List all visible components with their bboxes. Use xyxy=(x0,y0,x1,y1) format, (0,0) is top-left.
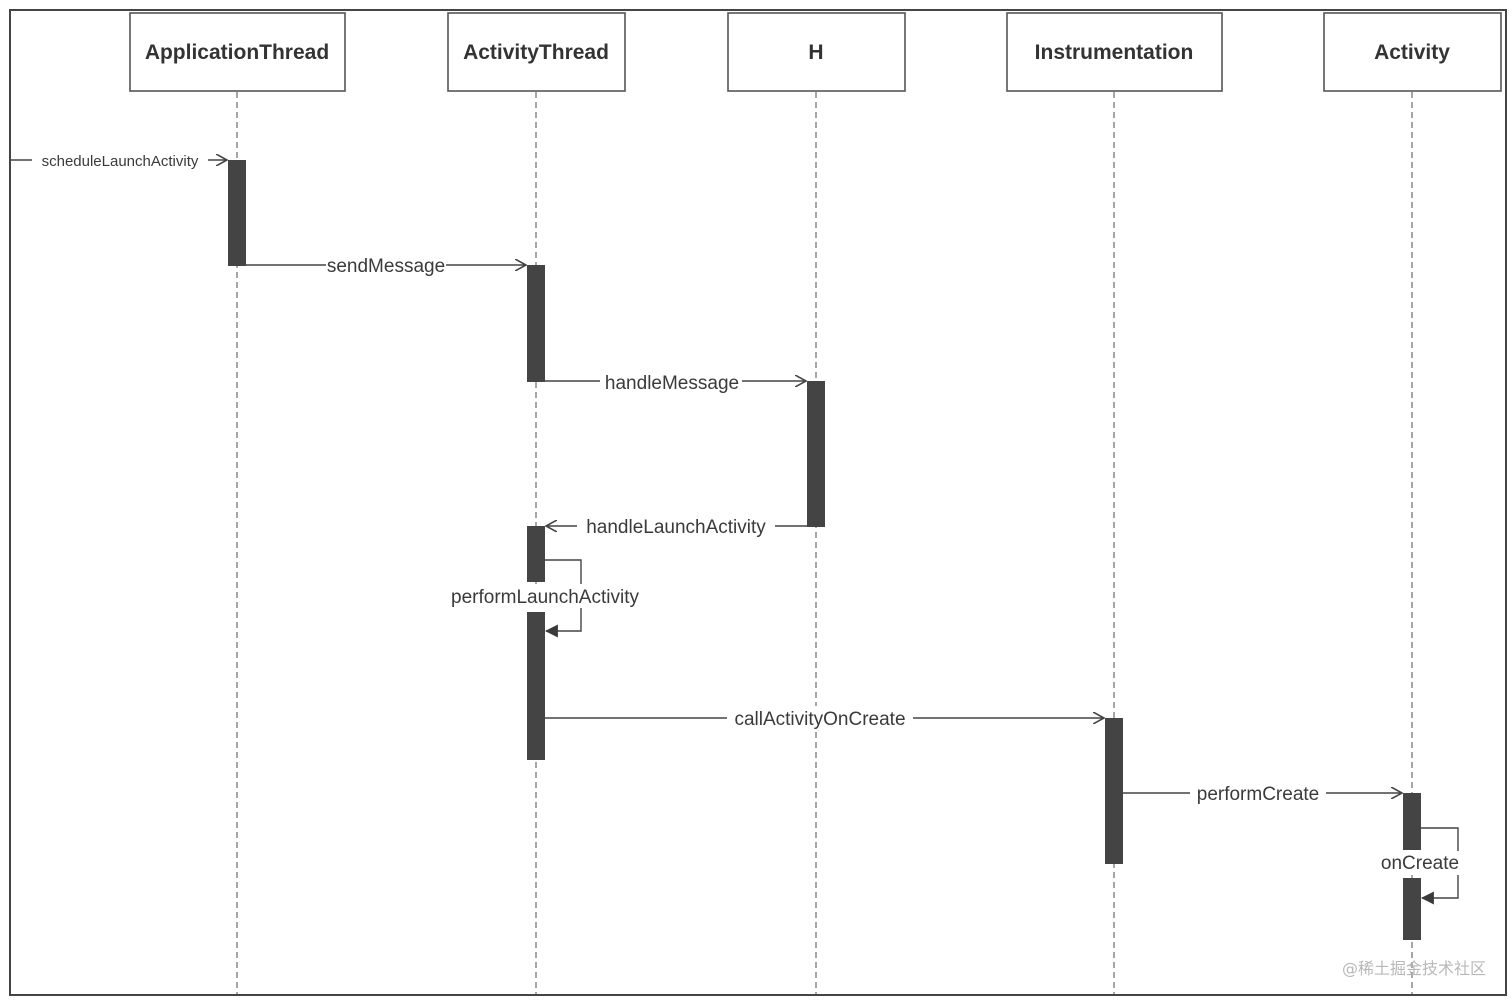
activation-bar-h xyxy=(807,381,825,527)
participant-box xyxy=(727,12,906,92)
participant-box xyxy=(129,12,346,92)
message-label-bg xyxy=(1378,851,1464,875)
participant-instrumentation: Instrumentation xyxy=(1006,12,1223,92)
diagram-border xyxy=(9,9,1507,996)
participant-h: H xyxy=(727,12,906,92)
activation-bar-activity-thread-1 xyxy=(527,265,545,382)
participant-label: H xyxy=(808,41,823,64)
message-label: callActivityOnCreate xyxy=(734,709,905,730)
message-label-bg xyxy=(32,150,208,170)
message-label: scheduleLaunchActivity xyxy=(42,153,199,170)
participant-label: ActivityThread xyxy=(463,41,609,64)
message-label: onCreate xyxy=(1381,853,1459,874)
message-label-bg xyxy=(727,706,913,730)
message-handle-message: handleMessage xyxy=(545,369,806,394)
activation-bar-application-thread xyxy=(228,160,246,266)
activation-bar-activity-thread-3 xyxy=(527,612,545,760)
activation-bar-instrumentation xyxy=(1105,718,1123,864)
participant-box xyxy=(1323,12,1502,92)
message-schedule-launch-activity: scheduleLaunchActivity xyxy=(11,150,227,170)
message-label-bg xyxy=(326,253,446,277)
message-handle-launch-activity: handleLaunchActivity xyxy=(546,514,807,538)
message-call-activity-on-create: callActivityOnCreate xyxy=(545,706,1104,730)
message-label: performLaunchActivity xyxy=(451,587,639,608)
message-label-bg xyxy=(600,369,742,393)
participant-label: Instrumentation xyxy=(1035,41,1194,64)
message-on-create: onCreate xyxy=(1378,827,1464,905)
message-label: sendMessage xyxy=(327,256,445,277)
participant-application-thread: ApplicationThread xyxy=(129,12,346,92)
activation-bar-activity-1 xyxy=(1403,793,1421,850)
activation-bars xyxy=(228,160,1421,940)
message-label: performCreate xyxy=(1197,784,1320,805)
message-label: handleLaunchActivity xyxy=(586,517,766,538)
message-label-bg xyxy=(440,584,650,608)
watermark-text: @稀土掘金技术社区 xyxy=(1342,959,1486,978)
participant-activity-thread: ActivityThread xyxy=(447,12,626,92)
participant-label: ApplicationThread xyxy=(145,41,329,64)
activation-bar-activity-thread-2 xyxy=(527,526,545,582)
activation-bar-activity-2 xyxy=(1403,878,1421,940)
message-label-bg xyxy=(577,514,775,538)
participant-box xyxy=(447,12,626,92)
participant-label: Activity xyxy=(1374,41,1450,64)
message-perform-create: performCreate xyxy=(1123,781,1402,805)
participant-activity: Activity xyxy=(1323,12,1502,92)
message-perform-launch-activity: performLaunchActivity xyxy=(440,559,650,638)
participant-box xyxy=(1006,12,1223,92)
message-label: handleMessage xyxy=(605,373,739,394)
message-send-message: sendMessage xyxy=(246,253,526,277)
message-label-bg xyxy=(1190,781,1326,805)
